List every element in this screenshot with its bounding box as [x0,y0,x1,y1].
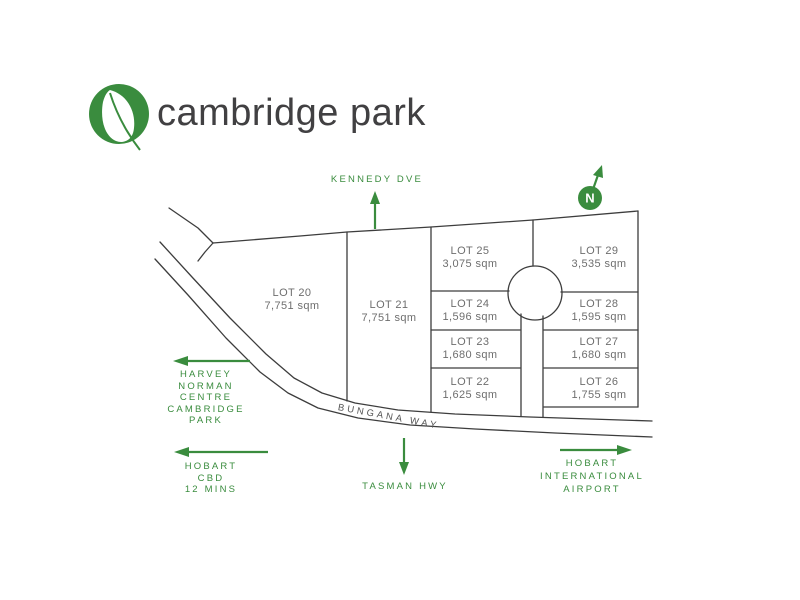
label-line: HOBART [184,461,238,472]
hobart-airport-label: HOBART INTERNATIONAL AIRPORT [540,457,644,496]
lot-area: 7,751 sqm [361,312,417,324]
label-line: 12 MINS [184,484,238,495]
cbd-arrow-icon [174,447,268,457]
lot-area: 1,595 sqm [571,311,627,323]
north-indicator-icon [578,165,603,210]
hobart-cbd-label: HOBART CBD 12 MINS [185,461,238,496]
lot-20: LOT 20 7,751 sqm [265,287,320,313]
label-line: PARK [189,415,223,426]
kennedy-drive-label: KENNEDY DVE [330,174,424,185]
logo-leaf-icon [89,84,149,151]
lot-26: LOT 26 1,755 sqm [572,376,627,402]
label-line: CAMBRIDGE [167,403,245,415]
label-line: CBD [197,472,225,484]
leaf-stem [109,92,141,151]
junction-connector [197,242,214,262]
top-left-branch [168,207,214,244]
lot-28: LOT 28 1,595 sqm [572,298,627,324]
lot-name: LOT 22 [450,376,490,388]
label-line: CENTRE [179,392,233,403]
lot-29: LOT 29 3,535 sqm [572,245,627,271]
label-line: AIRPORT [563,484,621,495]
tasman-hwy-label: TASMAN HWY [362,481,448,492]
label-line: HOBART [565,458,619,469]
airport-arrow-icon [560,445,632,455]
harvey-arrow-icon [173,356,250,366]
lot-name: LOT 27 [579,336,619,348]
road-upper-edge [159,241,653,422]
lot-24: LOT 24 1,596 sqm [443,298,498,324]
lot-area: 1,625 sqm [442,389,498,401]
lot-area: 1,680 sqm [571,349,627,361]
lot-area: 1,755 sqm [571,389,627,401]
lot-name: LOT 21 [369,299,409,311]
lot-25: LOT 25 3,075 sqm [443,245,498,271]
lot-21: LOT 21 7,751 sqm [362,299,417,325]
lot-name: LOT 25 [450,245,490,257]
label-line: NORMAN [178,380,234,392]
lot-name: LOT 20 [272,287,312,299]
harvey-norman-label: HARVEY NORMAN CENTRE CAMBRIDGE PARK [167,369,244,427]
tasman-arrow-icon [399,438,409,475]
kennedy-arrow-icon [370,191,380,229]
lot-area: 7,751 sqm [264,300,320,312]
lot-name: LOT 23 [450,336,490,348]
lot-area: 3,535 sqm [571,258,627,270]
lot-name: LOT 26 [579,376,619,388]
lot-area: 1,680 sqm [442,349,498,361]
lot-22: LOT 22 1,625 sqm [443,376,498,402]
top-boundary [212,210,639,244]
lot-area: 1,596 sqm [442,311,498,323]
lot-name: LOT 29 [579,245,619,257]
label-line: INTERNATIONAL [540,471,644,482]
lot-name: LOT 24 [450,298,490,310]
lot-area: 3,075 sqm [442,258,498,270]
direction-arrows [173,165,632,475]
lot-27: LOT 27 1,680 sqm [572,336,627,362]
cul-de-sac-circle [507,265,563,321]
label-line: HARVEY [179,369,233,380]
lot-23: LOT 23 1,680 sqm [443,336,498,362]
map-lines [154,207,653,438]
lot-name: LOT 28 [579,298,619,310]
road-lower-edge [154,258,653,438]
brand-title: cambridge park [157,92,426,134]
north-label: N [585,190,595,206]
